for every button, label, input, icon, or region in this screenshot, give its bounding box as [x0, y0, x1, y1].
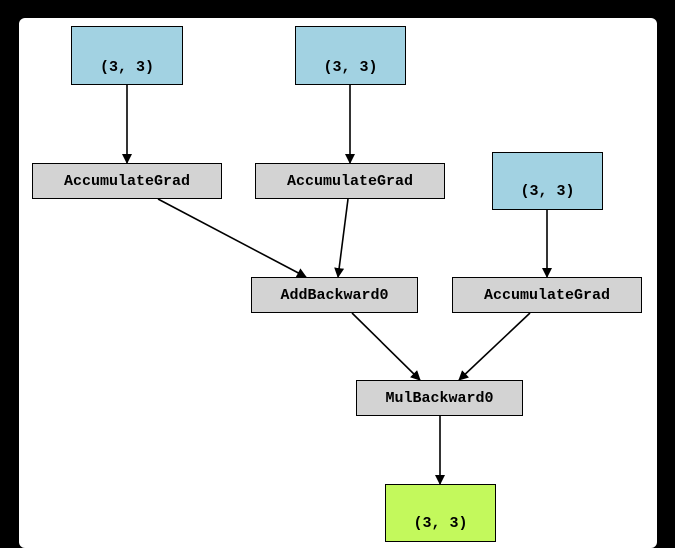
edge-arrow	[351, 312, 421, 381]
tensor-shape-label: (3, 3)	[99, 59, 154, 76]
node-label: AccumulateGrad	[63, 172, 191, 190]
edge-arrow	[334, 198, 349, 278]
edge-arrow	[157, 198, 307, 278]
node-label: AccumulateGrad	[483, 286, 611, 304]
tensor-node: (3, 3)	[71, 26, 183, 85]
tensor-node: (3, 3)	[492, 152, 603, 210]
node-label: MulBackward0	[385, 389, 494, 407]
tensor-shape-label: (3, 3)	[520, 183, 575, 200]
add-backward-node: AddBackward0	[251, 277, 418, 313]
tensor-node: (3, 3)	[295, 26, 406, 85]
mul-backward-node: MulBackward0	[356, 380, 523, 416]
graph-edges	[122, 85, 552, 485]
accumulate-grad-node: AccumulateGrad	[452, 277, 642, 313]
accumulate-grad-node: AccumulateGrad	[255, 163, 445, 199]
node-label: AccumulateGrad	[286, 172, 414, 190]
accumulate-grad-node: AccumulateGrad	[32, 163, 222, 199]
tensor-shape-label: (3, 3)	[413, 515, 468, 532]
edge-arrow	[458, 312, 531, 381]
tensor-shape-label: (3, 3)	[323, 59, 378, 76]
output-tensor-node: (3, 3)	[385, 484, 496, 542]
node-label: AddBackward0	[280, 286, 389, 304]
